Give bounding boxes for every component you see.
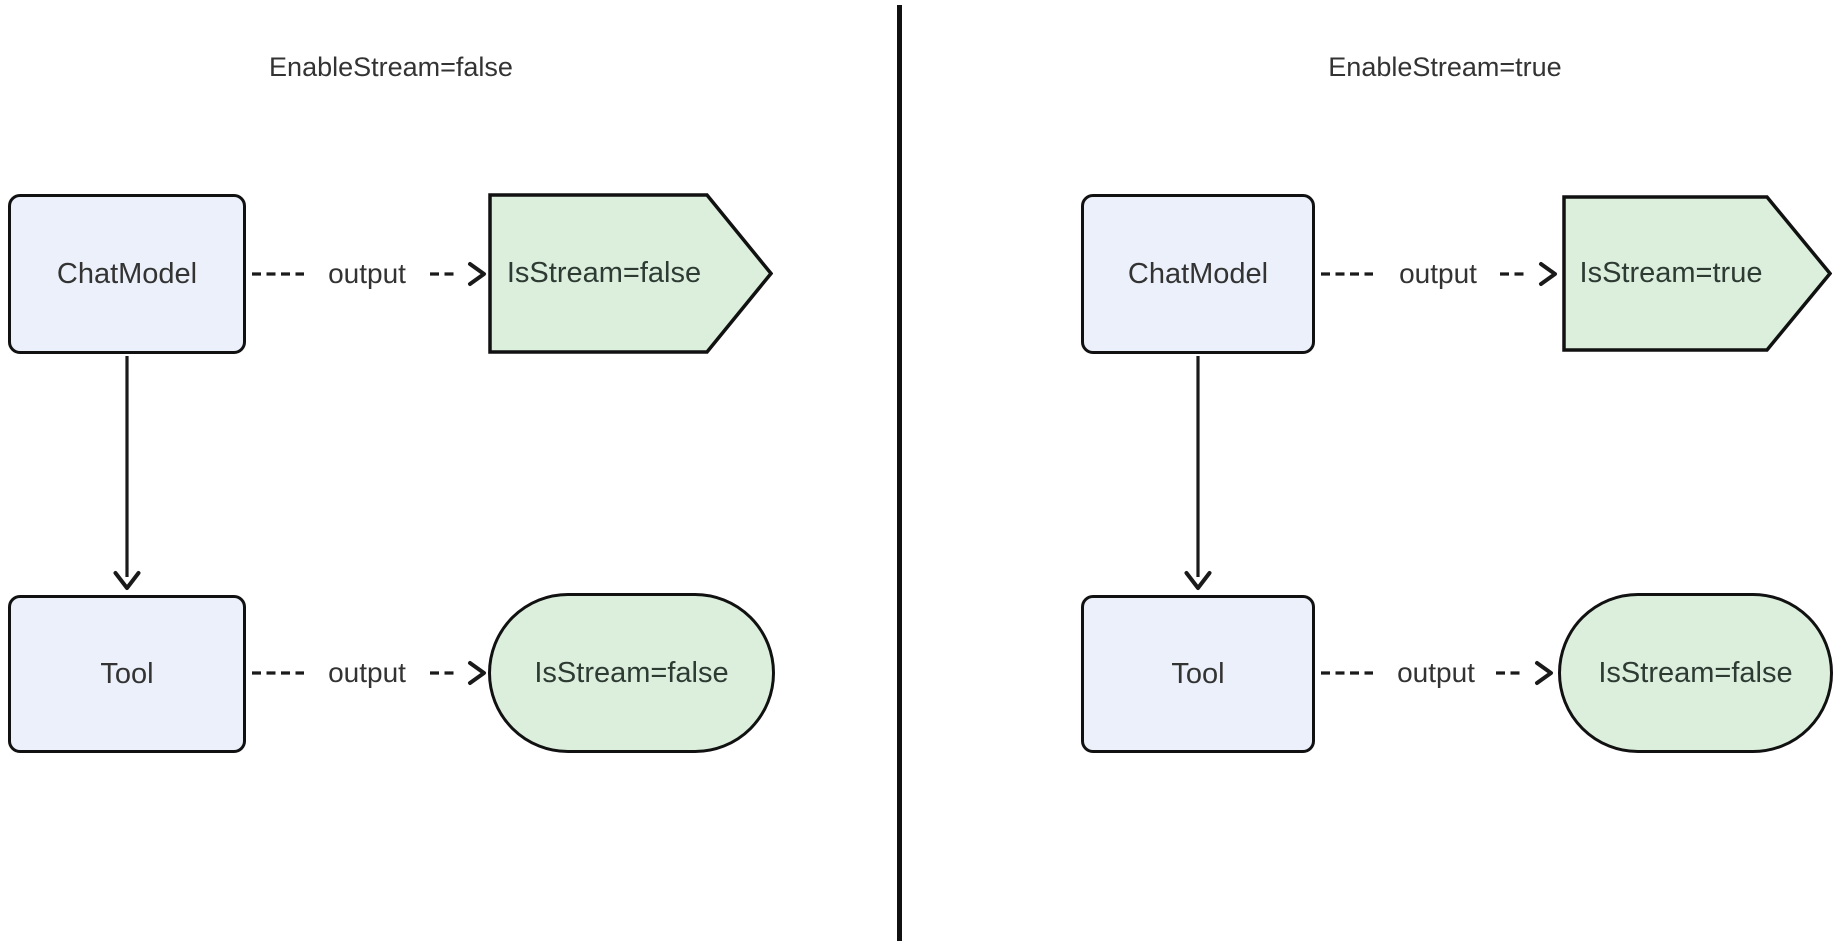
chatmodel-to-tool-edge-right <box>1184 356 1212 590</box>
node-label: IsStream=false <box>1598 656 1793 689</box>
node-label: IsStream=true <box>1579 257 1763 289</box>
node-label: IsStream=false <box>506 257 702 289</box>
pentagon-shape <box>1562 195 1832 352</box>
chatmodel-to-tool-edge-left <box>113 356 141 590</box>
edge-label-output: output <box>1392 657 1480 689</box>
chatmodel-node-left: ChatModel <box>8 194 246 354</box>
chatmodel-output-node-left: IsStream=false <box>488 193 773 354</box>
node-label: Tool <box>1171 657 1225 690</box>
tool-node-left: Tool <box>8 595 246 753</box>
tool-output-node-left: IsStream=false <box>488 593 775 753</box>
panel-divider <box>897 5 902 941</box>
panel-title-right: EnableStream=true <box>1328 52 1562 82</box>
node-label: ChatModel <box>1127 257 1269 290</box>
edge-label-output: output <box>323 657 411 689</box>
edge-label-output: output <box>323 258 411 290</box>
pentagon-shape <box>488 193 773 354</box>
node-label: Tool <box>100 657 154 690</box>
edge-label-output: output <box>1394 258 1482 290</box>
panel-title-left: EnableStream=false <box>269 52 513 82</box>
chatmodel-node-right: ChatModel <box>1081 194 1315 354</box>
chatmodel-output-node-right: IsStream=true <box>1562 195 1832 352</box>
node-label: IsStream=false <box>534 656 729 689</box>
tool-node-right: Tool <box>1081 595 1315 753</box>
tool-output-node-right: IsStream=false <box>1558 593 1833 753</box>
node-label: ChatModel <box>56 257 198 290</box>
